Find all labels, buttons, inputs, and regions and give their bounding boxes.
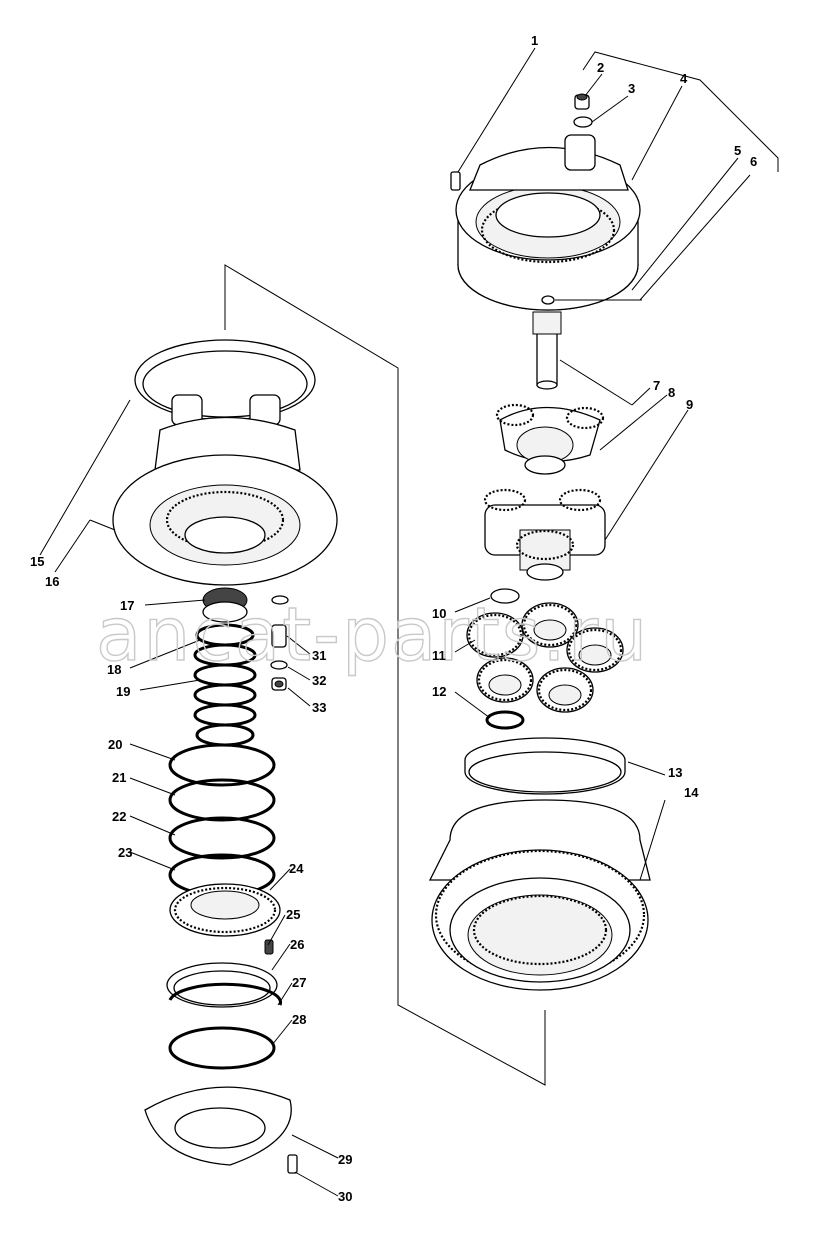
part-planet-gears-11 (466, 602, 624, 713)
callout-9: 9 (686, 397, 693, 412)
callout-32: 32 (312, 673, 326, 688)
part-rings-26-28 (166, 962, 282, 1070)
callout-25: 25 (286, 907, 300, 922)
part-ring-12 (485, 710, 525, 730)
callout-5: 5 (734, 143, 741, 158)
callout-1: 1 (531, 33, 538, 48)
part-carrier-8 (495, 403, 605, 475)
part-plug-2 (574, 93, 590, 110)
part-small-31-33 (270, 595, 289, 691)
callout-2: 2 (597, 60, 604, 75)
callout-15: 15 (30, 554, 44, 569)
callout-21: 21 (112, 770, 126, 785)
part-plate-29 (144, 1086, 292, 1166)
part-shaft-7 (532, 311, 562, 390)
part-seal-13 (464, 737, 626, 795)
callout-33: 33 (312, 700, 326, 715)
callout-7: 7 (653, 378, 660, 393)
part-pin-25 (264, 939, 274, 955)
part-housing-top (455, 134, 641, 311)
callout-27: 27 (292, 975, 306, 990)
callout-11: 11 (432, 648, 446, 663)
callout-10: 10 (432, 606, 446, 621)
part-bolt-1 (450, 171, 461, 191)
leader-lines (39, 47, 751, 1197)
part-piston-24 (169, 883, 281, 937)
callout-13: 13 (668, 765, 682, 780)
part-gear-17 (202, 587, 248, 623)
callout-labels: 1 2 3 4 5 6 7 8 9 10 11 12 13 14 15 16 1… (30, 33, 757, 1204)
part-hub-14 (428, 799, 651, 991)
assembly-frame-line (224, 264, 546, 1086)
part-carrier-9 (483, 488, 606, 581)
callout-29: 29 (338, 1152, 352, 1167)
callout-4: 4 (680, 71, 688, 86)
bracket-4 (582, 51, 779, 172)
part-seal-15 (134, 339, 316, 421)
callout-14: 14 (684, 785, 699, 800)
part-housing-16 (112, 394, 338, 586)
part-orings-20-23 (168, 743, 276, 897)
callout-26: 26 (290, 937, 304, 952)
callout-19: 19 (116, 684, 130, 699)
callout-3: 3 (628, 81, 635, 96)
callout-24: 24 (289, 861, 304, 876)
callout-28: 28 (292, 1012, 306, 1027)
callout-31: 31 (312, 648, 326, 663)
callout-30: 30 (338, 1189, 352, 1204)
callout-22: 22 (112, 809, 126, 824)
part-springs-18-19 (193, 623, 257, 747)
part-ring-10 (490, 588, 520, 604)
part-oring-3 (573, 116, 593, 128)
callout-16: 16 (45, 574, 59, 589)
part-bolt-30 (287, 1154, 298, 1174)
callout-6: 6 (750, 154, 757, 169)
callout-12: 12 (432, 684, 446, 699)
callout-20: 20 (108, 737, 122, 752)
callout-18: 18 (107, 662, 121, 677)
callout-23: 23 (118, 845, 132, 860)
callout-8: 8 (668, 385, 675, 400)
callout-17: 17 (120, 598, 134, 613)
watermark: ancat-parts.ru (96, 592, 649, 678)
